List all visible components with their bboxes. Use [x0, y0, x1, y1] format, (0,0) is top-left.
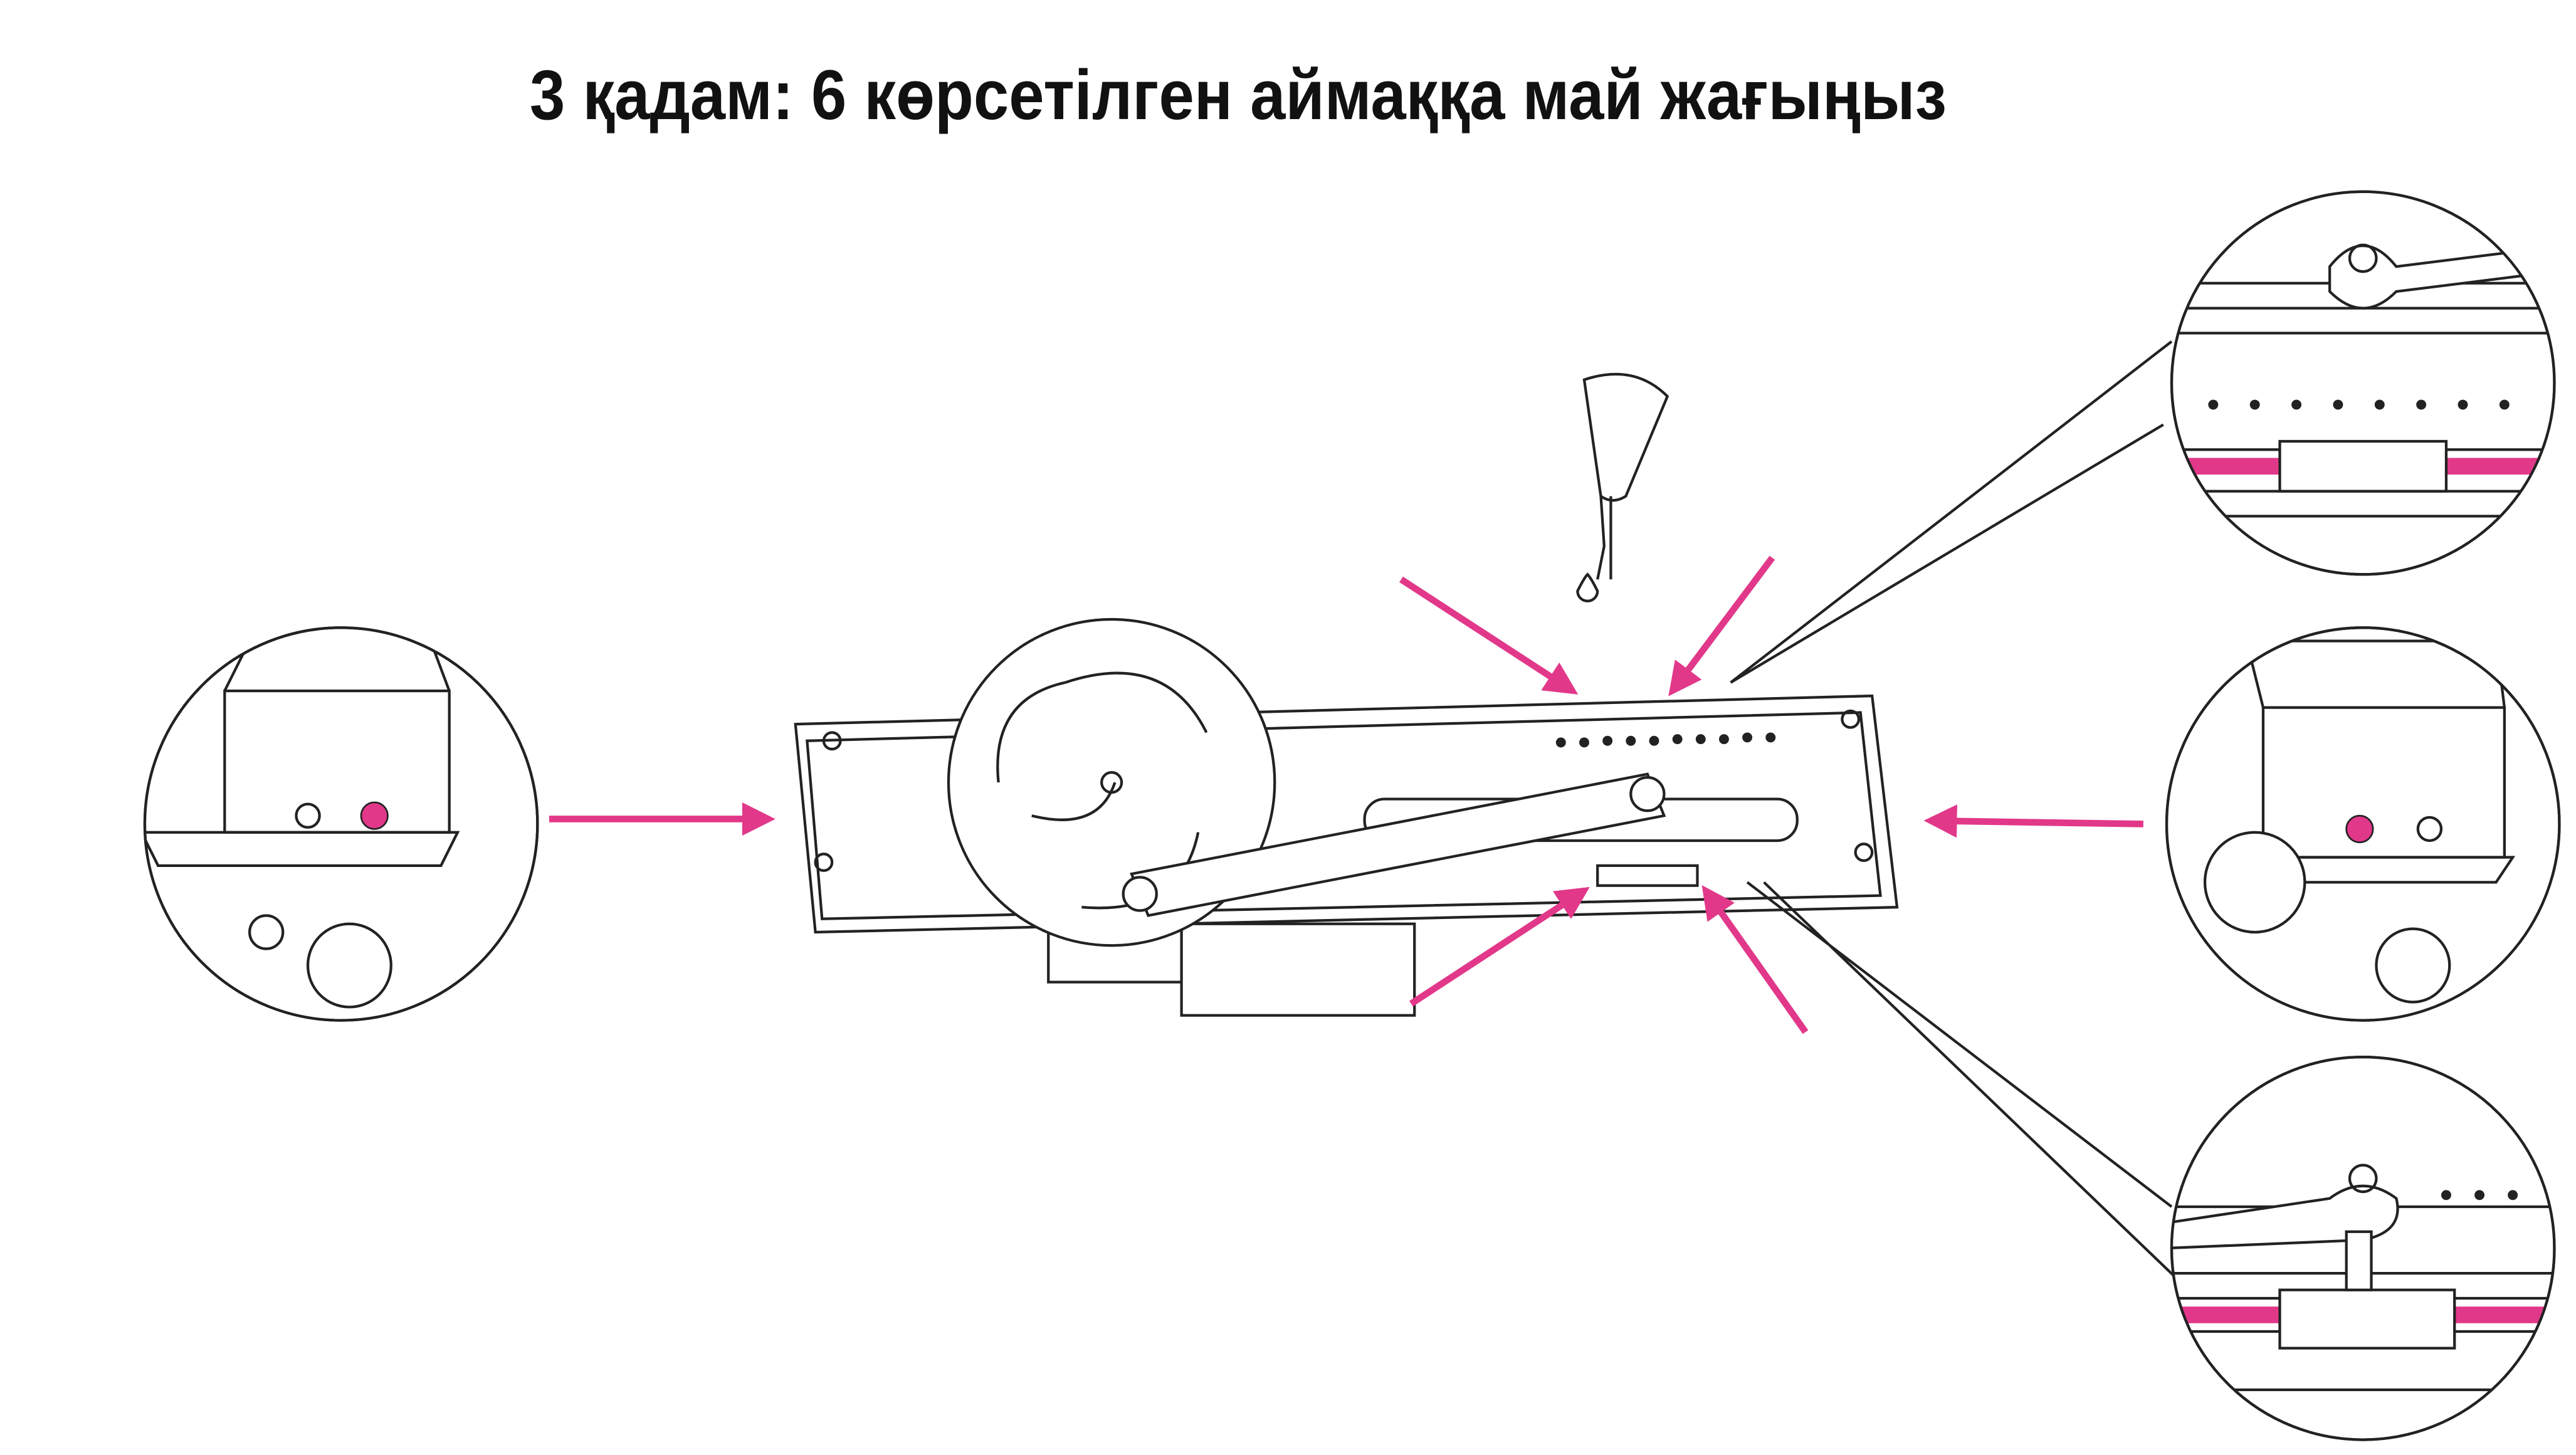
instruction-title-svg: 3 қадам: 6 көрсетілген аймаққа май жағың… — [530, 56, 1947, 134]
arrow-icon — [1399, 576, 1579, 695]
detail-circle-top-right — [2170, 190, 2556, 576]
oil-bottle-icon — [1576, 372, 1669, 602]
adjustment-dots — [1555, 732, 1776, 748]
arrow-icon — [1923, 804, 2143, 838]
callout-lines — [1730, 340, 2181, 1283]
closer-arm — [1122, 772, 1699, 917]
arrow-icon — [1668, 555, 1775, 696]
arrow-icon — [1409, 886, 1590, 1007]
detail-circle-left — [143, 626, 539, 1022]
detail-circle-middle-right — [2165, 626, 2561, 1022]
instruction-title: 3 қадам: 6 көрсетілген аймаққа май жағың… — [530, 56, 1947, 134]
mounting-holes — [814, 709, 1874, 872]
detail-circle-bottom-right — [2170, 1055, 2556, 1441]
arrow-icon — [1701, 885, 1809, 1034]
instruction-title-wrap: 3 қадам: 6 көрсетілген аймаққа май жағың… — [530, 50, 1953, 138]
lubrication-arrows — [549, 555, 2143, 1034]
